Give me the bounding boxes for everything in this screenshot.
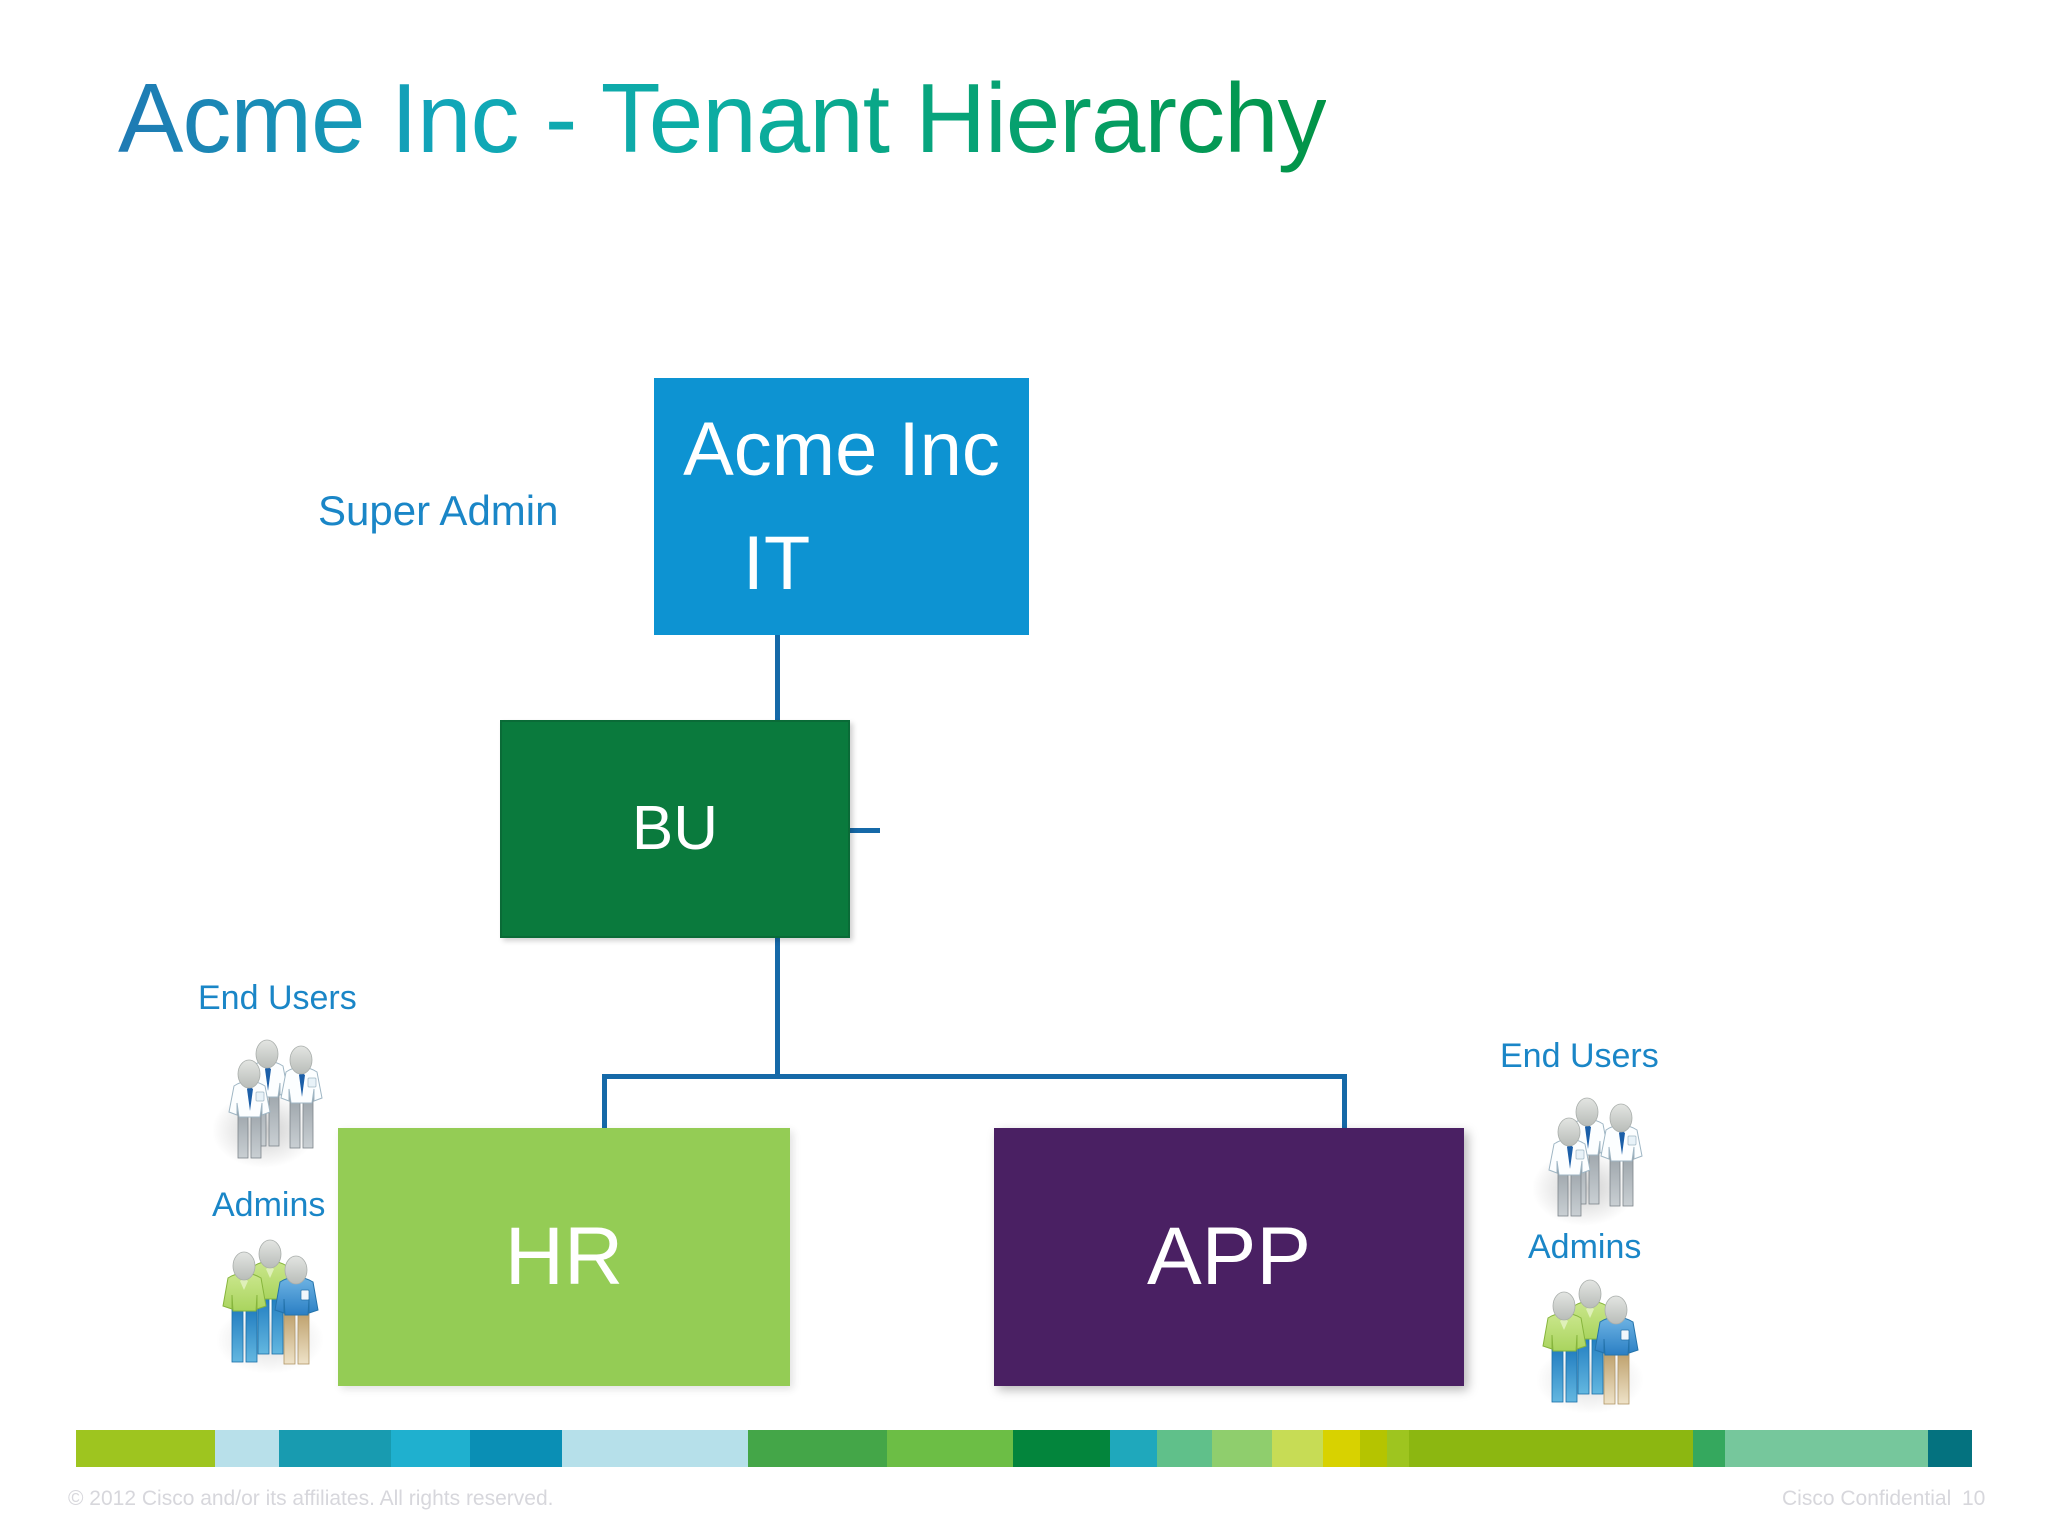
color-bar-segment-2 xyxy=(279,1430,392,1467)
label-end-users-left: End Users xyxy=(198,979,357,1017)
node-app-label: APP xyxy=(1146,1210,1312,1302)
color-bar-segment-5 xyxy=(562,1430,749,1467)
color-bar-segment-6 xyxy=(748,1430,888,1467)
color-bar-segment-10 xyxy=(1156,1430,1212,1467)
color-bar-segment-1 xyxy=(214,1430,280,1467)
footer-page-number: 10 xyxy=(1962,1487,1986,1510)
people-group-business-icon xyxy=(1532,1078,1662,1233)
color-bar-segment-13 xyxy=(1323,1430,1361,1467)
color-bar-segment-4 xyxy=(470,1430,563,1467)
label-end-users-right: End Users xyxy=(1500,1037,1659,1075)
node-bu[interactable]: BU xyxy=(500,720,850,938)
page-title: Acme Inc - Tenant Hierarchy xyxy=(118,63,1327,173)
node-hr[interactable]: HR xyxy=(338,1128,790,1386)
color-bar-segment-19 xyxy=(1928,1430,1972,1467)
color-bar-segment-7 xyxy=(887,1430,1013,1467)
label-super-admin: Super Admin xyxy=(318,487,559,534)
color-bar-segment-9 xyxy=(1110,1430,1157,1467)
node-root-line-1: Acme Inc xyxy=(683,407,1000,493)
color-bar-segment-15 xyxy=(1386,1430,1409,1467)
label-admins-right: Admins xyxy=(1528,1228,1642,1266)
connector-bu-horizontal xyxy=(848,828,880,833)
people-group-business-icon xyxy=(212,1020,342,1175)
connector-app-vertical xyxy=(1342,1074,1347,1132)
color-bar-segment-12 xyxy=(1271,1430,1324,1467)
people-group-staff-icon xyxy=(1528,1262,1658,1419)
color-bar-segment-14 xyxy=(1360,1430,1387,1467)
connector-split-horizontal xyxy=(602,1074,1347,1079)
node-bu-label: BU xyxy=(631,794,719,864)
node-hr-label: HR xyxy=(504,1210,624,1302)
color-bar-segment-8 xyxy=(1012,1430,1111,1467)
footer-copyright: © 2012 Cisco and/or its affiliates. All … xyxy=(68,1487,554,1510)
node-root-line-2: IT xyxy=(742,520,811,606)
color-bar-segment-17 xyxy=(1692,1430,1725,1467)
color-bar-segment-0 xyxy=(76,1430,215,1467)
node-acme-inc-it[interactable]: Acme Inc IT xyxy=(654,378,1029,635)
node-app[interactable]: APP xyxy=(994,1128,1464,1386)
label-admins-left: Admins xyxy=(212,1186,326,1224)
footer-confidential: Cisco Confidential xyxy=(1782,1487,1952,1510)
brand-color-bar xyxy=(76,1430,1972,1467)
color-bar-segment-11 xyxy=(1211,1430,1272,1467)
color-bar-segment-18 xyxy=(1724,1430,1929,1467)
people-group-staff-icon xyxy=(208,1222,338,1379)
connector-hr-vertical xyxy=(602,1074,607,1132)
color-bar-segment-16 xyxy=(1408,1430,1693,1467)
color-bar-segment-3 xyxy=(391,1430,471,1467)
